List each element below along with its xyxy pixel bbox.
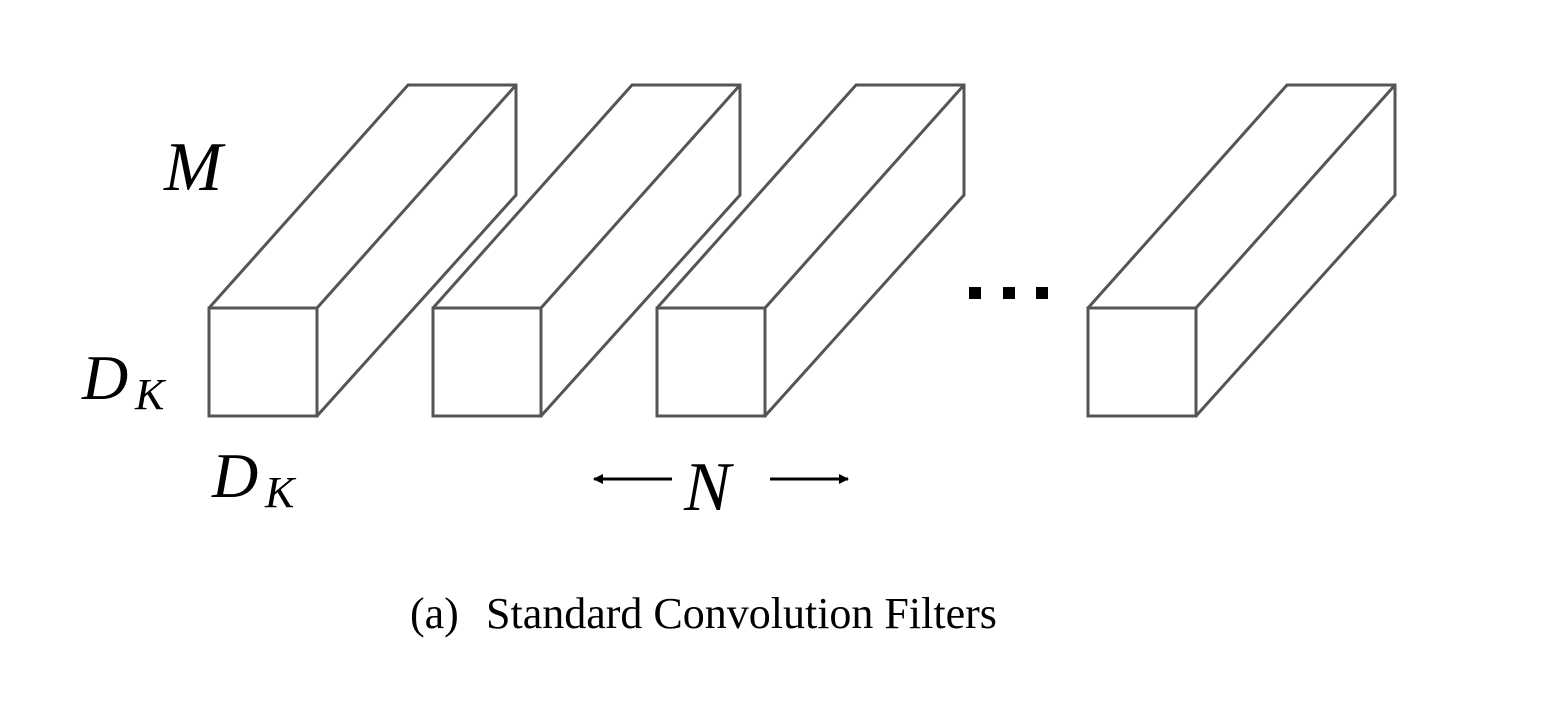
height-label-dk: D K [81, 342, 167, 419]
figure-caption: (a) Standard Convolution Filters [410, 589, 997, 638]
filter-box-last [1086, 83, 1397, 418]
height-label-base: D [81, 342, 128, 413]
height-label-subscript: K [134, 370, 167, 419]
caption-text: Standard Convolution Filters [486, 589, 997, 638]
width-label-dk: D K [211, 440, 297, 517]
count-label-n: N [683, 449, 734, 526]
width-label-base: D [211, 440, 258, 511]
filter-box-1 [207, 83, 518, 418]
caption-tag: (a) [410, 589, 459, 638]
filter-box-3 [655, 83, 966, 418]
count-indicator: N [593, 449, 849, 526]
filter-box-2 [431, 83, 742, 418]
width-label-subscript: K [264, 468, 297, 517]
ellipsis-dots [969, 287, 1048, 299]
depth-label-m: M [163, 129, 226, 206]
